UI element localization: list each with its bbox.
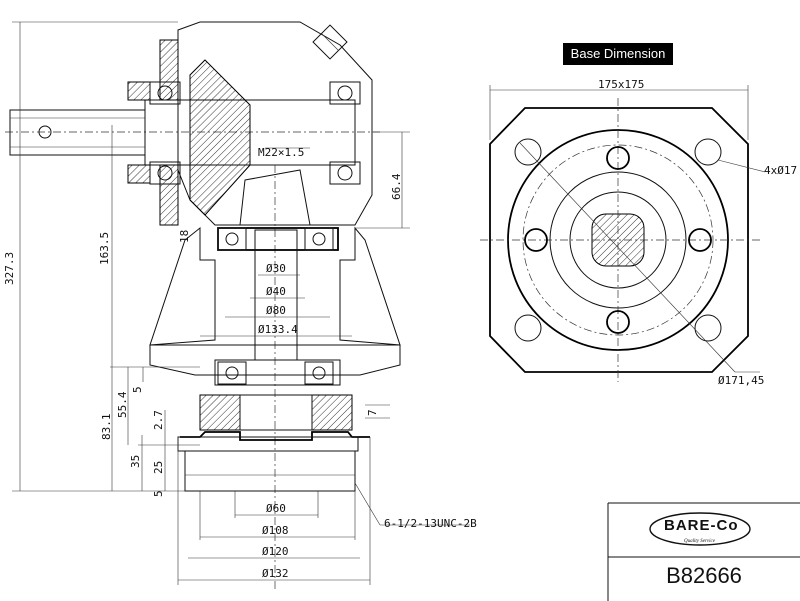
brand-name: BARE-Co [664,517,739,534]
dim-5a: 5 [131,386,144,393]
dim-18: 18 [178,230,191,243]
dim-d133: Ø133.4 [258,323,298,336]
dim-66-4: 66.4 [390,173,403,200]
dim-overall-height: 327.3 [3,252,16,285]
dim-175x175: 175x175 [598,78,644,91]
dim-d120: Ø120 [262,545,289,558]
brand-logo: BARE-Co Quality Service [649,512,751,546]
dim-4x17: 4xØ17 [764,164,797,177]
title-block: BARE-Co Quality Service [607,502,800,601]
dim-thread-unc: 6-1/2-13UNC-2B [384,517,477,530]
dim-d80: Ø80 [266,304,286,317]
dim-d108: Ø108 [262,524,289,537]
thread-label: M22×1.5 [258,146,304,159]
dim-163-5: 163.5 [98,232,111,265]
dim-83-1: 83.1 [100,414,113,441]
dim-bolt-circle: Ø171,45 [718,374,764,387]
side-section-view: 327.3 163.5 66.4 18 M22×1.5 Ø30 Ø40 Ø80 … [3,21,477,590]
middle-housing [149,226,401,386]
dim-d30: Ø30 [266,262,286,275]
dimension-lines [12,21,470,585]
dim-25: 25 [152,461,165,474]
base-dimension-label: Base Dimension [563,43,673,65]
upper-housing [127,21,373,590]
dim-35: 35 [129,455,142,468]
dim-d132: Ø132 [262,567,289,580]
brand-tagline: Quality Service [684,539,716,544]
dim-2-7: 2.7 [152,410,165,430]
mounting-holes [514,138,722,342]
dim-d60: Ø60 [266,502,286,515]
breather-plug [312,24,348,60]
bolt-holes [524,146,712,334]
output-flange [177,394,370,492]
dim-d40: Ø40 [266,285,286,298]
dim-7: 7 [366,409,379,416]
base-view: 175x175 4xØ17 Ø171,45 [480,78,797,387]
dim-5b: 5 [152,490,165,497]
dim-55-4: 55.4 [116,391,129,418]
part-number: B82666 [666,563,742,588]
